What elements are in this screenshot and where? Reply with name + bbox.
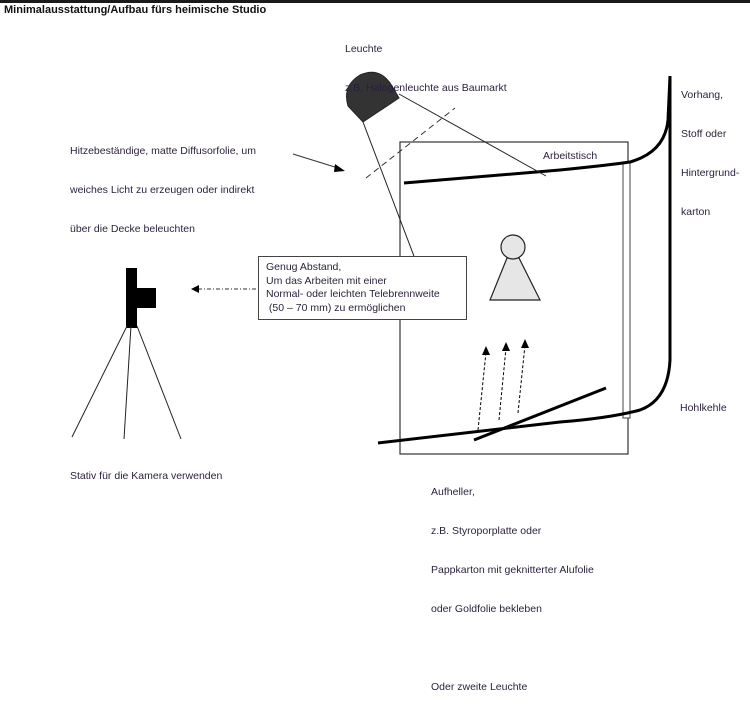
distance-note-line: Um das Arbeiten mit einer (266, 274, 387, 287)
reflector-label-spacer (431, 642, 594, 655)
reflector-label-line: oder Goldfolie bekleben (431, 603, 542, 615)
diffusor-pointer (292, 153, 339, 169)
background-panel (622, 162, 631, 419)
lamp-label: Leuchte z.B. Halogenleuchte aus Baumarkt (345, 17, 507, 108)
curtain-label-line: Stoff oder (681, 128, 727, 140)
distance-note-box: Genug Abstand, Um das Arbeiten mit einer… (258, 256, 467, 320)
arrow-head (502, 342, 510, 351)
curtain-cove-line (377, 76, 672, 445)
lamp-icon (346, 71, 400, 123)
distance-note-line: Genug Abstand, (266, 261, 342, 273)
top-border (0, 0, 750, 3)
light-arrow (517, 344, 526, 414)
arrow-head (521, 339, 529, 348)
camera-icon (126, 268, 156, 328)
tripod-icon (71, 325, 182, 440)
reflector-label-line: Oder zweite Leuchte (431, 681, 528, 693)
diffusor-label-line: weiches Licht zu erzeugen oder indirekt (70, 184, 255, 196)
light-arrow (477, 351, 487, 431)
arrow-head (334, 164, 345, 172)
distance-note-line: (50 – 70 mm) zu ermöglichen (266, 301, 406, 314)
reflector-label-line: Aufheller, (431, 486, 475, 498)
lamp-label-line: Leuchte (345, 43, 383, 55)
reflector-label: Aufheller, z.B. Styroporplatte oder Papp… (431, 460, 594, 707)
arrow-head (191, 285, 199, 293)
arrow-head (482, 346, 490, 355)
diffusor-label-line: Hitzebeständige, matte Diffusorfolie, um (70, 145, 256, 157)
subject-figure-icon (489, 234, 541, 301)
diffusor-foil (365, 107, 456, 179)
curtain-label: Vorhang, Stoff oder Hintergrund- karton (681, 63, 739, 232)
page-title: Minimalausstattung/Aufbau fürs heimische… (4, 4, 267, 16)
light-beam-left (362, 121, 421, 273)
curtain-label-line: Hintergrund- (681, 167, 740, 179)
light-arrow (498, 347, 507, 421)
reflected-light-arrows (477, 339, 529, 431)
curtain-label-line: karton (681, 206, 711, 218)
lamp-label-line: z.B. Halogenleuchte aus Baumarkt (345, 82, 507, 94)
reflector-label-line: Pappkarton mit geknitterter Alufolie (431, 564, 594, 576)
table-label: Arbeitstisch (543, 150, 598, 162)
reflector-label-line: z.B. Styroporplatte oder (431, 525, 542, 537)
studio-diagram (71, 71, 672, 455)
curtain-label-line: Vorhang, (681, 89, 724, 101)
curtain-top-line (403, 75, 672, 185)
diffusor-label-line: über die Decke beleuchten (70, 223, 195, 235)
cove-label: Hohlkehle (680, 402, 727, 414)
diffusor-label: Hitzebeständige, matte Diffusorfolie, um… (70, 119, 256, 249)
reflector-board (473, 386, 607, 442)
distance-note-line: Normal- oder leichten Telebrennweite (266, 288, 440, 300)
tripod-label: Stativ für die Kamera verwenden (70, 470, 223, 482)
light-beam-right (398, 93, 547, 177)
